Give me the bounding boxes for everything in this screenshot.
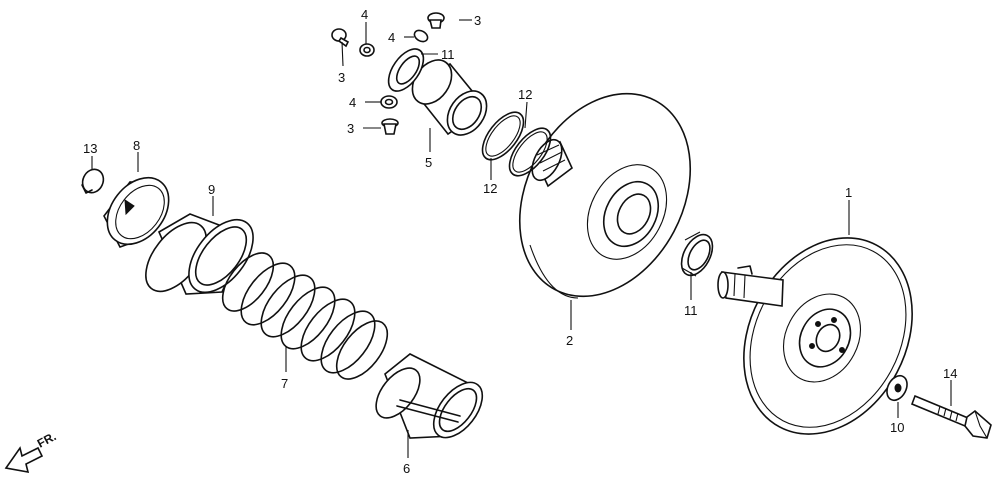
callout-4-middle: 4 [349,95,356,110]
part-5-collar [411,59,488,136]
callout-3-lower: 3 [347,121,354,136]
callout-9: 9 [208,182,215,197]
callout-12-top: 12 [518,87,532,102]
part-12-o-rings [481,111,552,177]
callout-7: 7 [281,376,288,391]
callout-12-bottom: 12 [483,181,497,196]
part-2-movable-face [518,92,692,299]
callout-13: 13 [83,141,97,156]
front-direction-indicator: FR. [4,429,58,474]
callout-labels: 1 2 3 3 3 4 4 4 5 6 7 8 9 10 11 11 12 12… [83,7,957,476]
callout-11-right: 11 [684,303,698,318]
part-13-circlip [81,168,105,194]
leader-lines [91,19,952,458]
part-7-spring [221,252,389,380]
callout-10: 10 [890,420,904,435]
callout-2: 2 [566,333,573,348]
callout-1: 1 [845,185,852,200]
part-14-bolt [910,394,992,439]
callout-3-left: 3 [338,70,345,85]
callout-11-top: 11 [441,47,455,62]
part-11-oil-seal-top [387,48,425,92]
part-11-oil-seal-right [680,231,714,277]
callout-5: 5 [425,155,432,170]
parts-3-4-pins-rollers [331,12,445,135]
arrow-left-icon [4,446,44,474]
callout-4-top: 4 [388,30,395,45]
part-6-split-collar [375,353,484,439]
part-8-cover [103,176,170,248]
callout-4-upper: 4 [361,7,368,22]
part-10-washer [886,374,908,402]
part-1-drive-face [717,237,913,435]
callout-14: 14 [943,366,957,381]
callout-6: 6 [403,461,410,476]
part-9-sleeve [145,213,254,295]
callout-3-top: 3 [474,13,481,28]
callout-8: 8 [133,138,140,153]
